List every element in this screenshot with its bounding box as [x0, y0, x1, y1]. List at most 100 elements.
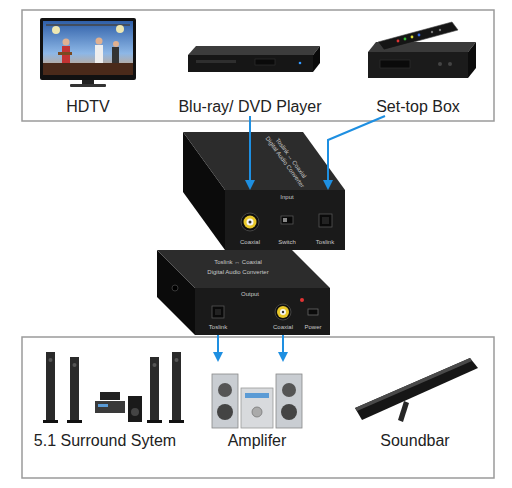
panel-text: Digital Audio Converter — [265, 135, 306, 188]
surround-system-picture-part — [100, 392, 120, 400]
panel-text: Toslink — [209, 324, 227, 330]
device-label: Soundbar — [380, 432, 449, 450]
converter-output-picture-part — [280, 309, 286, 315]
surround-system-picture-part — [73, 363, 77, 367]
bluray-player-picture-part — [255, 59, 275, 65]
surround-system-picture-part — [46, 352, 55, 420]
signal-arrow — [249, 116, 251, 184]
converter-output-picture-part — [282, 311, 284, 313]
hdtv-picture-part — [96, 38, 103, 45]
surround-system-picture-part — [49, 358, 53, 362]
bluray-player-picture-part — [299, 62, 302, 65]
panel-text: Coaxial — [240, 239, 260, 245]
settop-box-picture-part — [397, 40, 400, 43]
converter-output-picture-part — [215, 309, 221, 315]
hdtv-picture — [40, 18, 136, 87]
bluray-player-picture-part — [188, 55, 313, 72]
surround-system-picture — [43, 352, 184, 423]
surround-system-picture-part — [70, 357, 79, 420]
converter-box: Toslink ↔ CoaxialDigital Audio Converter… — [195, 288, 330, 335]
hdtv-picture-part — [43, 21, 133, 75]
hdtv-picture-part — [70, 84, 106, 87]
amplifier-picture-part — [241, 388, 273, 428]
soundbar-picture — [355, 358, 478, 422]
settop-box-picture-part — [380, 60, 410, 68]
surround-system-picture-part — [43, 420, 58, 423]
converter-input-picture-part — [281, 216, 293, 224]
amplifier-picture-part — [282, 383, 296, 397]
amplifier-picture-part — [252, 407, 262, 417]
hdtv-picture-part — [52, 26, 60, 34]
device-label: Set-top Box — [376, 98, 460, 116]
converter-output-picture — [157, 250, 330, 335]
panel-text: Toslink ↔ Coaxial — [214, 259, 262, 265]
settop-box-picture-part — [438, 62, 442, 66]
panel-text: Digital Audio Converter — [207, 269, 268, 275]
settop-box-picture-part — [439, 29, 441, 31]
panel-text: Output — [241, 291, 259, 297]
surround-system-picture-part — [67, 420, 82, 423]
hdtv-picture-part — [82, 80, 94, 84]
converter-input-picture-part — [283, 218, 287, 222]
amplifier-picture-part — [281, 404, 297, 420]
converter-input-picture-part — [225, 190, 345, 250]
hdtv-picture-part — [95, 45, 103, 63]
converter-output-picture-part — [275, 304, 291, 320]
converter-input-picture-part — [322, 217, 329, 224]
bluray-player-picture — [188, 46, 320, 72]
settop-box-picture-part — [404, 38, 407, 41]
converter-output-picture-part — [212, 306, 224, 318]
surround-system-picture-part — [175, 358, 179, 362]
device-label: Blu-ray/ DVD Player — [178, 98, 321, 116]
hdtv-picture-part — [113, 41, 119, 47]
settop-box-picture-part — [411, 36, 414, 39]
hdtv-picture-part — [58, 52, 72, 55]
device-box: Soundbar — [350, 345, 480, 450]
hdtv-picture-part — [40, 18, 136, 80]
settop-box-picture-part — [468, 42, 476, 78]
device-label: HDTV — [66, 98, 110, 116]
bluray-player-picture-part — [313, 46, 320, 72]
bluray-player-picture-part — [196, 60, 236, 63]
converter-output-picture-part — [157, 250, 330, 288]
surround-system-picture-part — [95, 401, 125, 413]
converter-input-picture-part — [183, 132, 345, 190]
converter-output-picture-part — [300, 298, 304, 302]
amplifier-picture-part — [218, 383, 232, 397]
hdtv-picture-part — [116, 25, 124, 33]
hdtv-picture-part — [112, 47, 119, 63]
converter-input-picture — [183, 132, 345, 250]
surround-system-picture-part — [98, 404, 108, 407]
converter-output-picture-part — [308, 309, 318, 315]
signal-arrow — [328, 116, 385, 184]
surround-system-picture-part — [131, 408, 139, 416]
settop-box-picture — [368, 22, 476, 78]
surround-system-picture-part — [172, 352, 181, 420]
amplifier-picture-part — [217, 404, 233, 420]
converter-input-picture-part — [241, 213, 259, 231]
device-box: Blu-ray/ DVD Player — [174, 40, 326, 116]
device-box: Amplifer — [205, 362, 309, 450]
surround-system-picture-part — [150, 357, 159, 420]
amplifier-picture — [212, 374, 302, 428]
converter-input-picture-part — [244, 216, 257, 229]
soundbar-picture-part — [355, 358, 472, 411]
converter-input-picture-part — [319, 214, 332, 227]
device-box: HDTV — [38, 16, 138, 116]
panel-text: Switch — [278, 239, 296, 245]
output-panel — [22, 337, 494, 478]
converter-box: Toslink ↔ CoaxialDigital Audio Converter… — [225, 190, 345, 250]
surround-system-picture-part — [147, 420, 162, 423]
settop-box-picture-part — [368, 52, 468, 78]
settop-box-picture-part — [431, 31, 433, 33]
device-label: Amplifer — [228, 432, 287, 450]
settop-box-picture-part — [448, 62, 452, 66]
amplifier-picture-part — [276, 374, 302, 428]
hdtv-picture-part — [46, 24, 130, 26]
device-label: 5.1 Surround Sytem — [34, 432, 176, 450]
soundbar-picture-part — [398, 401, 409, 422]
surround-system-picture-part — [169, 420, 184, 423]
panel-text: Power — [304, 324, 321, 330]
settop-box-picture-part — [378, 22, 458, 50]
